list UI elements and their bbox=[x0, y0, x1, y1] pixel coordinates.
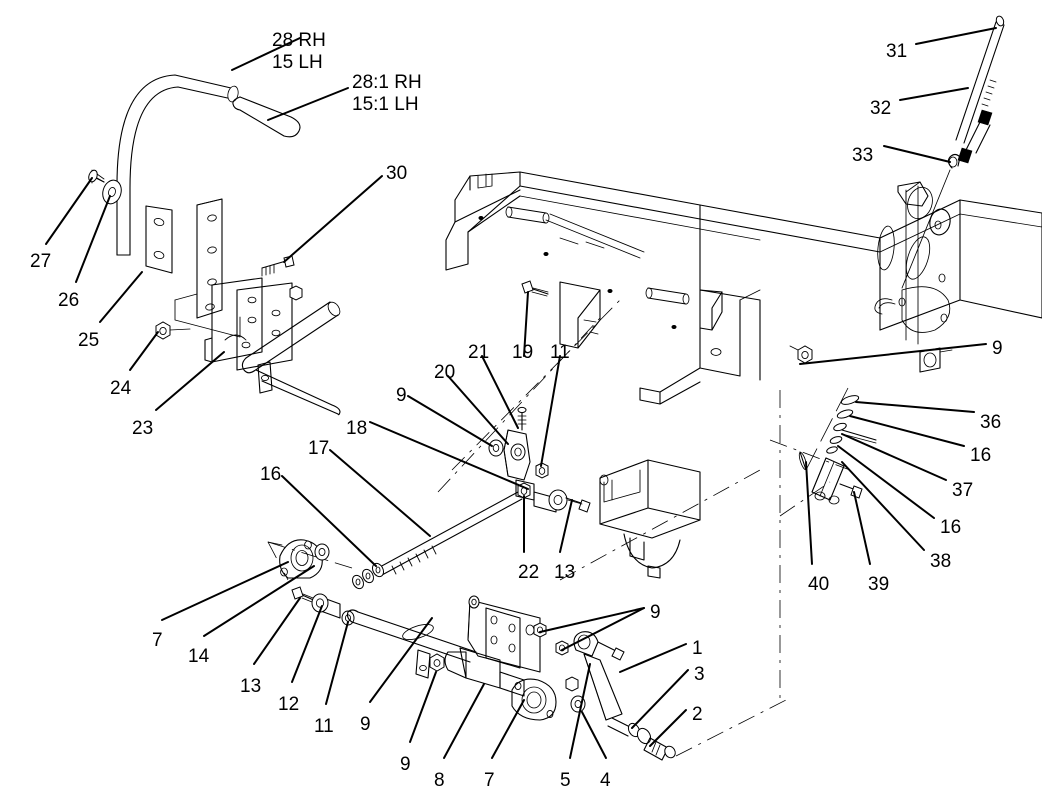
control-rod-17 bbox=[351, 491, 523, 590]
callout-16: 16 bbox=[260, 464, 282, 485]
rod-31-assembly bbox=[874, 15, 1005, 315]
chassis-frame bbox=[445, 171, 1042, 405]
callout-4: 4 bbox=[600, 770, 611, 790]
callout-27: 27 bbox=[30, 251, 52, 272]
leader-lines bbox=[45, 27, 997, 759]
center-linkage bbox=[437, 280, 621, 513]
callout-9: 9 bbox=[360, 714, 371, 735]
callout-17: 17 bbox=[308, 438, 330, 459]
upright-post-25 bbox=[174, 198, 241, 338]
callout-33: 33 bbox=[852, 145, 874, 166]
bearing-bracket-7-14 bbox=[267, 539, 353, 581]
callout-16: 16 bbox=[970, 445, 992, 466]
callout-31: 31 bbox=[886, 41, 908, 62]
callout-13: 13 bbox=[554, 562, 576, 583]
callout-16: 16 bbox=[940, 517, 962, 538]
callout-22: 22 bbox=[518, 562, 540, 583]
annotation-a-28-1rh: 28:1 RH 15:1 LH bbox=[352, 72, 422, 116]
annotation-a-28rh: 28 RH 15 LH bbox=[272, 30, 326, 74]
callout-36: 36 bbox=[980, 412, 1002, 433]
callout-3: 3 bbox=[694, 664, 705, 685]
nut-24 bbox=[155, 321, 191, 340]
callout-1: 1 bbox=[692, 638, 703, 659]
callout-19: 19 bbox=[512, 342, 534, 363]
callout-20: 20 bbox=[434, 362, 456, 383]
callout-38: 38 bbox=[930, 551, 952, 572]
callout-26: 26 bbox=[58, 290, 80, 311]
callout-7: 7 bbox=[152, 630, 163, 651]
callout-11: 11 bbox=[550, 342, 570, 363]
bracket-23 bbox=[204, 255, 341, 416]
callout-9: 9 bbox=[400, 754, 411, 775]
fastener-26-27 bbox=[88, 169, 122, 205]
callout-9: 9 bbox=[992, 338, 1003, 359]
callout-14: 14 bbox=[188, 646, 210, 667]
callout-18: 18 bbox=[346, 418, 368, 439]
callout-11: 11 bbox=[314, 716, 334, 737]
callout-40: 40 bbox=[808, 574, 830, 595]
callout-5: 5 bbox=[560, 770, 571, 790]
callout-9: 9 bbox=[650, 602, 661, 623]
callout-39: 39 bbox=[868, 574, 890, 595]
gearbox-component bbox=[559, 459, 761, 581]
callout-13: 13 bbox=[240, 676, 262, 697]
callout-32: 32 bbox=[870, 98, 892, 119]
callout-23: 23 bbox=[132, 418, 154, 439]
callout-30: 30 bbox=[386, 163, 408, 184]
damper-assembly bbox=[565, 390, 787, 761]
nut-9-right bbox=[789, 345, 813, 364]
callout-2: 2 bbox=[692, 704, 703, 725]
pedal-bracket-assembly bbox=[346, 595, 569, 721]
handle-bar-assembly bbox=[116, 74, 301, 274]
callout-9: 9 bbox=[396, 385, 407, 406]
callout-37: 37 bbox=[952, 480, 974, 501]
callout-8: 8 bbox=[434, 770, 445, 790]
callout-25: 25 bbox=[78, 330, 100, 351]
callout-21: 21 bbox=[468, 342, 490, 363]
callout-24: 24 bbox=[110, 378, 132, 399]
callout-7: 7 bbox=[484, 770, 495, 790]
callout-12: 12 bbox=[278, 694, 300, 715]
right-linkage-assembly bbox=[769, 387, 877, 517]
